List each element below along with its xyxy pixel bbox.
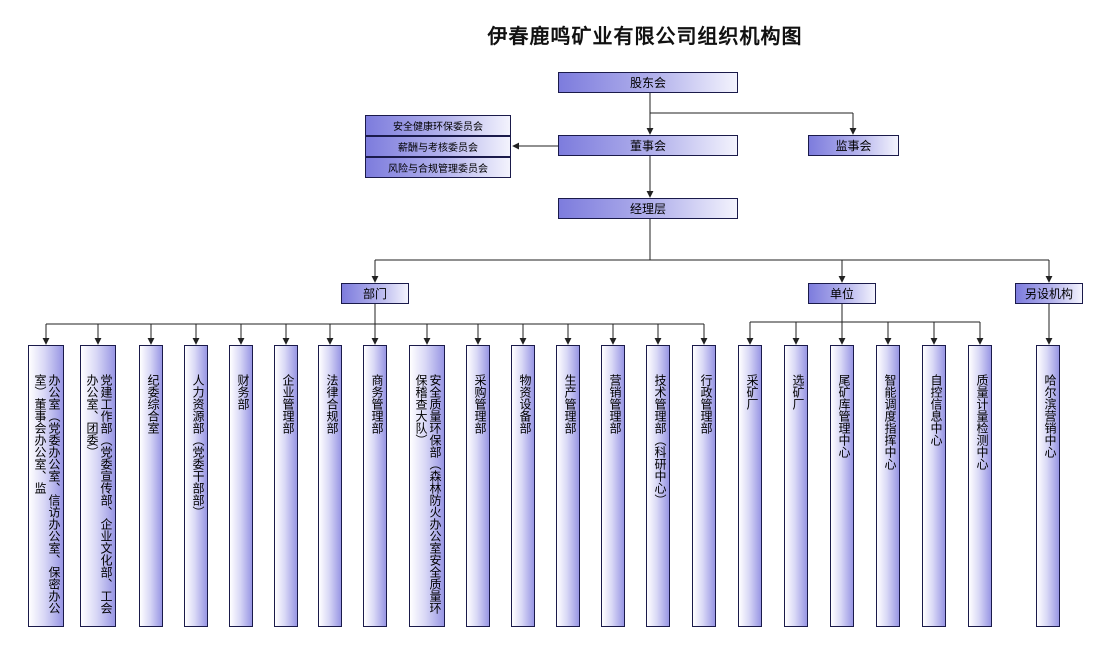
dept-label: 行政管理部 bbox=[699, 374, 713, 434]
unit-label: 尾矿库管理中心 bbox=[837, 374, 851, 458]
dept-label: 物资设备部 bbox=[518, 374, 532, 434]
box-dept-materials: 物资设备部 bbox=[511, 345, 535, 627]
box-dept-safety-quality: 安全质量环保部（森林防火办公室安全质量环保稽查大队） bbox=[409, 345, 445, 627]
box-dept-procurement: 采购管理部 bbox=[466, 345, 490, 627]
chart-title: 伊春鹿鸣矿业有限公司组织机构图 bbox=[487, 24, 803, 48]
box-dept-enterprise-mgmt: 企业管理部 bbox=[274, 345, 298, 627]
other-label: 哈尔滨营销中心 bbox=[1043, 374, 1057, 458]
box-group-units: 单位 bbox=[808, 283, 876, 304]
dept-label: 法律合规部 bbox=[325, 374, 339, 434]
dept-label: 办公室（党委办公室、信访办公室、保密办公室）董事会办公室、监 bbox=[33, 374, 61, 614]
box-dept-finance: 财务部 bbox=[229, 345, 253, 627]
dept-label: 党建工作部（党委宣传部、企业文化部、工会办公室、团委） bbox=[85, 374, 113, 614]
dept-label: 企业管理部 bbox=[281, 374, 295, 434]
box-management: 经理层 bbox=[558, 198, 738, 219]
dept-label: 安全质量环保部（森林防火办公室安全质量环保稽查大队） bbox=[414, 374, 442, 614]
unit-label: 选矿厂 bbox=[791, 374, 805, 410]
box-committee-safety: 安全健康环保委员会 bbox=[365, 115, 511, 136]
unit-label: 采矿厂 bbox=[745, 374, 759, 410]
box-unit-mining: 采矿厂 bbox=[738, 345, 762, 627]
box-dept-party-building: 党建工作部（党委宣传部、企业文化部、工会办公室、团委） bbox=[80, 345, 116, 627]
box-dept-marketing: 营销管理部 bbox=[601, 345, 625, 627]
box-dept-production: 生产管理部 bbox=[556, 345, 580, 627]
box-committee-compensation: 薪酬与考核委员会 bbox=[365, 136, 511, 157]
dept-label: 财务部 bbox=[236, 374, 250, 410]
box-group-departments: 部门 bbox=[341, 283, 409, 304]
box-other-harbin: 哈尔滨营销中心 bbox=[1036, 345, 1060, 627]
box-dept-discipline: 纪委综合室 bbox=[139, 345, 163, 627]
box-group-other: 另设机构 bbox=[1015, 283, 1083, 304]
box-board: 董事会 bbox=[558, 135, 738, 156]
dept-label: 采购管理部 bbox=[473, 374, 487, 434]
dept-label: 纪委综合室 bbox=[146, 374, 160, 434]
box-dept-commerce: 商务管理部 bbox=[363, 345, 387, 627]
box-dept-admin: 行政管理部 bbox=[692, 345, 716, 627]
box-committee-risk: 风险与合规管理委员会 bbox=[365, 157, 511, 178]
dept-label: 营销管理部 bbox=[608, 374, 622, 434]
box-dept-hr: 人力资源部（党委干部部） bbox=[184, 345, 208, 627]
box-unit-beneficiation: 选矿厂 bbox=[784, 345, 808, 627]
unit-label: 自控信息中心 bbox=[929, 374, 943, 446]
unit-label: 质量计量检测中心 bbox=[975, 374, 989, 470]
dept-label: 技术管理部（科研中心） bbox=[653, 374, 667, 506]
box-dept-technology: 技术管理部（科研中心） bbox=[646, 345, 670, 627]
box-unit-automation: 自控信息中心 bbox=[922, 345, 946, 627]
dept-label: 生产管理部 bbox=[563, 374, 577, 434]
box-unit-tailings: 尾矿库管理中心 bbox=[830, 345, 854, 627]
box-unit-dispatch: 智能调度指挥中心 bbox=[876, 345, 900, 627]
box-shareholders: 股东会 bbox=[558, 72, 738, 93]
unit-label: 智能调度指挥中心 bbox=[883, 374, 897, 470]
box-dept-legal: 法律合规部 bbox=[318, 345, 342, 627]
dept-label: 商务管理部 bbox=[370, 374, 384, 434]
box-unit-quality-testing: 质量计量检测中心 bbox=[968, 345, 992, 627]
box-supervisors: 监事会 bbox=[808, 135, 899, 156]
dept-label: 人力资源部（党委干部部） bbox=[191, 374, 205, 518]
box-dept-office: 办公室（党委办公室、信访办公室、保密办公室）董事会办公室、监 bbox=[28, 345, 64, 627]
